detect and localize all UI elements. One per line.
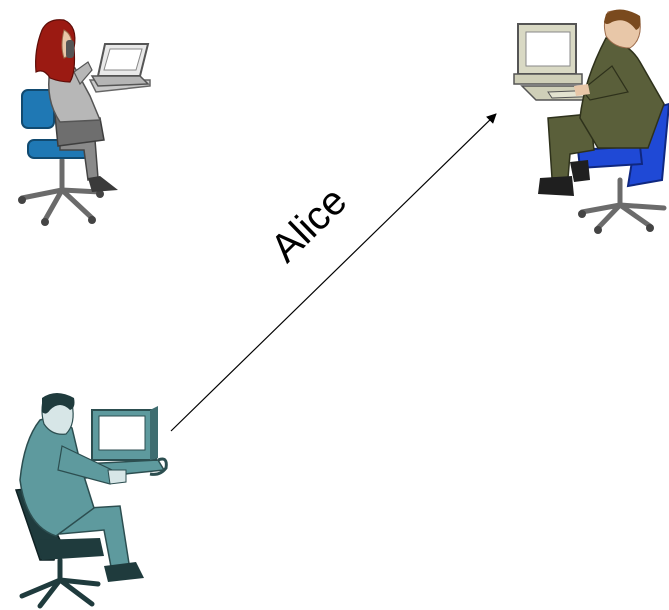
man-at-desktop-computer-icon	[513, 9, 669, 234]
person-at-computer-terminal-icon	[14, 393, 168, 609]
woman-at-laptop-phone-icon	[18, 19, 151, 226]
message-arrow	[170, 113, 497, 432]
arrow-label: Alice	[263, 179, 356, 271]
